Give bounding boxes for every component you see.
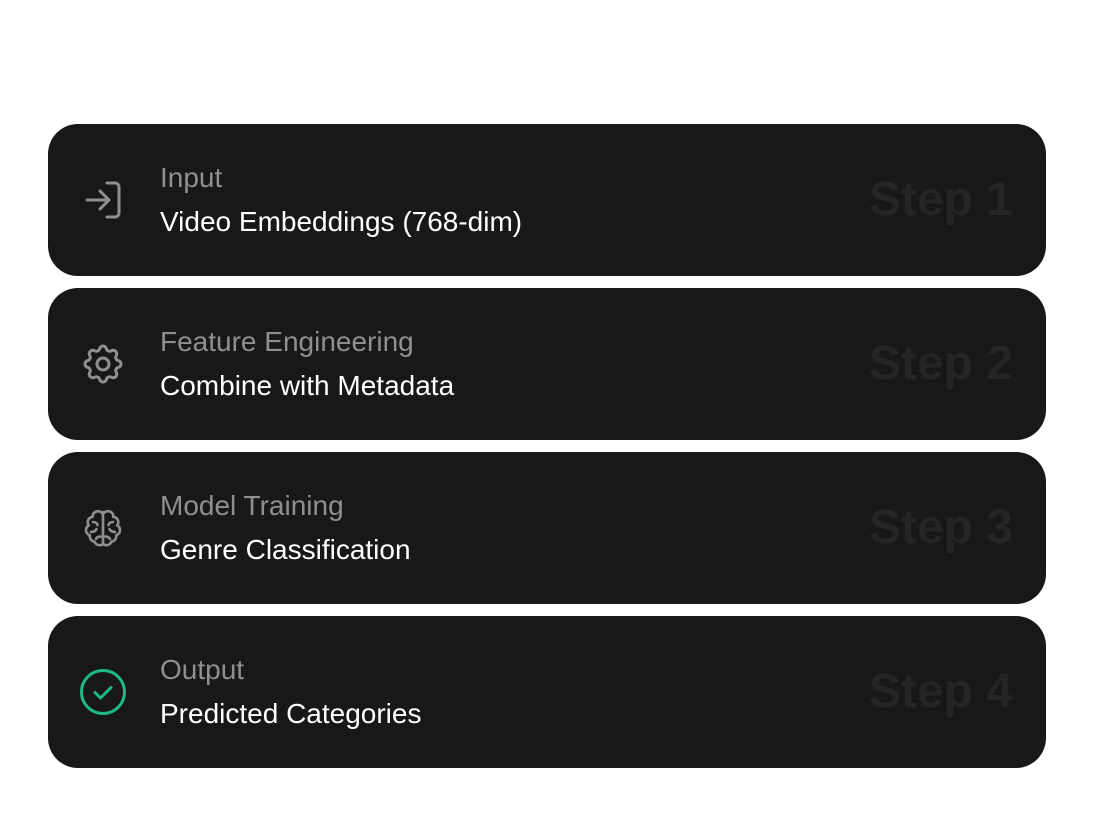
pipeline-step-feature-engineering: Feature Engineering Combine with Metadat… [48,288,1046,440]
step-title: Genre Classification [160,534,411,565]
pipeline-step-input: Input Video Embeddings (768-dim) Step 1 [48,124,1046,276]
brain-icon [79,504,127,552]
step-number: Step 4 [868,665,1013,718]
gear-icon [79,340,127,388]
step-label: Input [160,162,223,193]
step-label: Model Training [160,490,344,521]
step-label: Feature Engineering [160,326,414,357]
step-number: Step 1 [868,173,1013,226]
pipeline-step-model-training: Model Training Genre Classification Step… [48,452,1046,604]
pipeline-steps: Input Video Embeddings (768-dim) Step 1 … [48,124,1046,768]
step-title: Combine with Metadata [160,370,455,401]
check-circle-icon [79,668,127,716]
step-number: Step 2 [868,337,1013,390]
step-title: Video Embeddings (768-dim) [160,206,523,237]
sign-in-icon [79,176,127,224]
pipeline-step-output: Output Predicted Categories Step 4 [48,616,1046,768]
step-title: Predicted Categories [160,698,422,729]
step-number: Step 3 [868,501,1013,554]
step-label: Output [160,654,245,685]
